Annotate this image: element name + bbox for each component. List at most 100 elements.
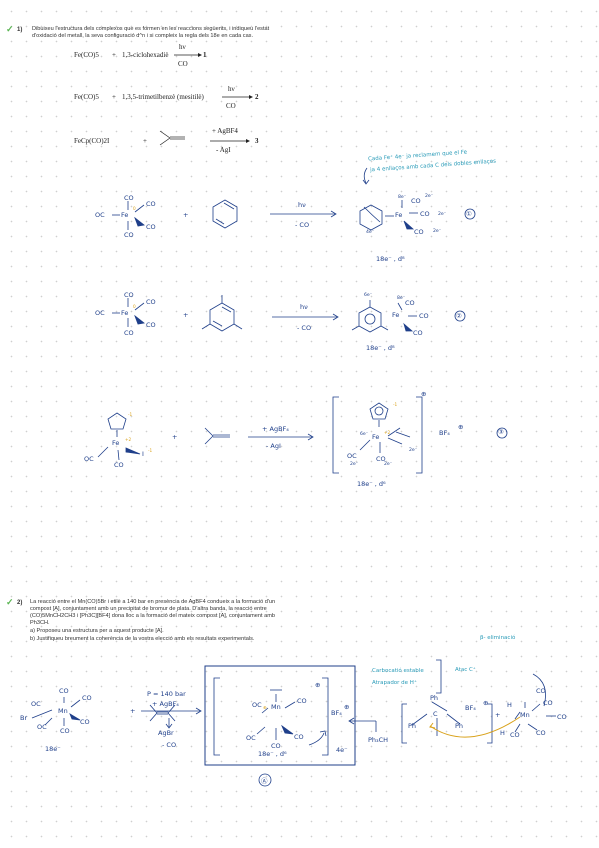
hw-r1-2e-mid: 2e⁻ (438, 212, 447, 217)
hw2-plus2: + (495, 711, 501, 719)
hw-r1-p-co-mid: CO (420, 210, 430, 218)
hw-r3-agi: - AgI (266, 442, 281, 450)
hw2-h2: H (500, 729, 505, 737)
hw-r1-co-bot: CO (124, 231, 134, 239)
hw-r2-plus: + (183, 311, 189, 319)
r3-product: 3 (255, 137, 259, 145)
r1-arrow-above: hν (179, 43, 186, 51)
hw2-note-beta: β- eliminació (480, 635, 516, 641)
hw2-bf4-2: BF₄ (465, 704, 476, 712)
hw2-a-oc-bot: OC (246, 734, 256, 742)
hw2-co2-bl: CO (510, 731, 520, 739)
hw2-note-trap: Atrapador de H⁺ (372, 680, 417, 686)
hw-r1-p-co-bot: CO (414, 228, 424, 236)
hw2-label-a: Ⓐ (261, 777, 268, 785)
q1-check-icon: ✓ (6, 24, 14, 34)
r2-arrow-below: CO (226, 102, 236, 110)
hw2-note-attack: Atac C⁺ (455, 667, 476, 673)
q2-part-a: a) Proposeu una estructura per a aquest … (30, 628, 164, 634)
hw-r3-p-2e-alkene: 2e⁻ (409, 448, 418, 453)
r2-product: 2 (255, 93, 259, 101)
hw-r2-label: ② (456, 312, 462, 320)
hw2-ph-top: Ph (430, 694, 439, 702)
hw2-agbr: AgBr (158, 729, 174, 737)
hw-r3-agbf4: + AgBF₄ (262, 425, 289, 433)
hw-r2-p-co-top: CO (405, 299, 415, 307)
hw-r3-p-2e-oc: 2e⁻ (350, 462, 359, 467)
hw2-ph-left: Ph (408, 722, 417, 730)
hw-r3-p-oc: OC (347, 452, 357, 460)
hw2-c: C (433, 710, 438, 718)
hw-r1-2e-bot: 2e⁻ (433, 229, 442, 234)
r3-arrow-below: - AgI (216, 146, 231, 154)
hw2-a-ox: ⊕ (263, 705, 267, 710)
hw-r3-ox-fe: +2 (125, 437, 132, 442)
hw-r2-co-bot: CO (124, 329, 134, 337)
hw2-ph3ch: Ph₃CH (368, 736, 389, 744)
hw-r3-p-co: CO (376, 455, 386, 463)
q2-line3: (CO)5MnCH2CH3 i [Ph3C][BF4] dona lloc a … (30, 613, 275, 619)
hw-r3-p-2e-co: 2e⁻ (384, 462, 393, 467)
hw-r3-label: ③ (498, 428, 504, 436)
hw2-a-4e: 4e⁻ (336, 746, 348, 754)
q2-line4: Ph3CH. (30, 620, 50, 626)
hw-r3-bf4: BF₄ (439, 429, 450, 437)
hw-r1-count: 18e⁻ , d⁸ (376, 255, 405, 263)
q1-number: 1) (17, 27, 23, 33)
hw-r3-bf4-charge: ⊕ (458, 423, 464, 431)
r1-arrow-below: CO (178, 60, 188, 68)
hw-r2-minus-co: - CO (297, 324, 312, 332)
hw-r2-co-top: CO (124, 291, 134, 299)
r1-plus: + (112, 51, 116, 59)
hw-r2-p-fe: Fe (392, 311, 400, 319)
hw-r2-fe: Fe (121, 309, 129, 317)
hw-r2-hv: hν (300, 303, 308, 311)
hw-r1-hv: hν (298, 201, 306, 209)
q1-text-line2: d'oxidació del metall, la seva configura… (32, 33, 254, 39)
hw2-a-charge: ⊕ (315, 681, 321, 689)
q2-number: 2) (17, 600, 23, 606)
r1-reagent: 1,3-ciclohexadiè (122, 51, 169, 59)
hw-r3-p-ox-fe: +2 (384, 430, 391, 435)
hw2-pressure: P = 140 bar (147, 690, 186, 698)
hw2-a-co-bot: CO (294, 733, 304, 741)
hw2-co2-right: CO (543, 699, 553, 707)
hw-r3-charge: ⊕ (421, 390, 427, 398)
hw-r3-count: 18e⁻ , d⁶ (357, 480, 386, 488)
hw-r2-6e: 6e⁻ (364, 293, 373, 298)
hw2-co-bot: CO (60, 727, 70, 735)
r2-arrow-above: hν (228, 85, 235, 93)
hw-r1-4e: 4e⁻ (366, 230, 375, 235)
hw-r2-count: 18e⁻ , d⁸ (366, 344, 395, 352)
hw2-bf4-charge: ⊕ (344, 703, 350, 711)
hw2-bf4: BF₄ (331, 709, 342, 717)
hw-r1-2e-top: 2e⁻ (425, 194, 434, 199)
hw-r1-plus: + (183, 211, 189, 219)
hw-r2-8e: 8e⁻ (397, 296, 406, 301)
hw2-co-rb: CO (80, 718, 90, 726)
hw-r2-co-right: CO (146, 298, 156, 306)
hw-r2-oc: OC (95, 309, 105, 317)
r2-reactant: Fe(CO)5 (74, 93, 99, 101)
hw-r3-p-ox-cp: -1 (393, 402, 398, 407)
q1-text-line1: Dibuixeu l'estructura dels complexos que… (32, 26, 270, 32)
r2-reagent: 1,3,5-trimetilbenzè (mesitilè) (122, 93, 204, 101)
hw2-a-co: CO (297, 697, 307, 705)
hw-r2-ox: 0 (133, 304, 136, 309)
hw-r1-p-co-top: CO (411, 197, 421, 205)
hw-r3-fe: Fe (112, 439, 120, 447)
hw-r3-ox-cp: -1 (128, 412, 133, 417)
q2-line1: La reacció entre el Mn(CO)5Br i etilè a … (30, 599, 276, 605)
hw-r1-co-right: CO (146, 200, 156, 208)
hw-r3-i: I (142, 450, 144, 458)
hw-r2-p-co-mid: CO (419, 312, 429, 320)
hw2-h1: H (507, 701, 512, 709)
hw-r3-ox-i: -1 (148, 448, 153, 453)
hw2-plus: + (130, 707, 136, 715)
hw-r2-co-rb: CO (146, 321, 156, 329)
hw2-agbf4: + AgBF₄ (152, 700, 179, 708)
hw-r1-co-rb: CO (146, 223, 156, 231)
hw2-a-count: 18e⁻ , d⁶ (258, 750, 287, 758)
r3-arrow-above: + AgBF4 (212, 127, 238, 135)
